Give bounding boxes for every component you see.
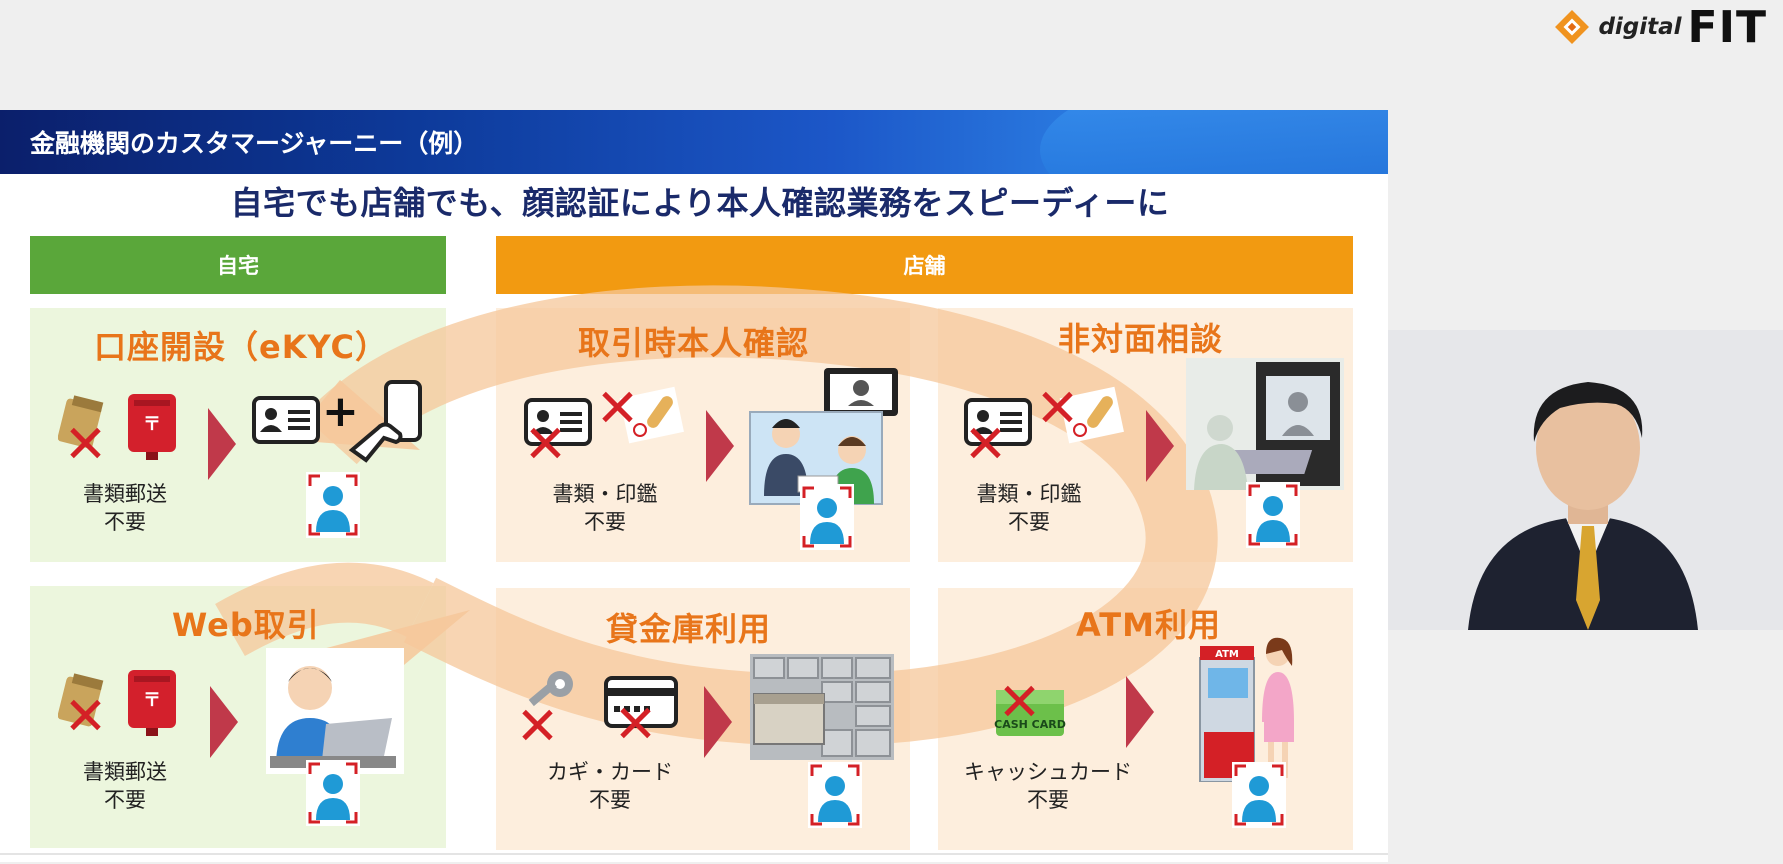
step-arrow-icon (1126, 676, 1154, 748)
cross-icon (1040, 390, 1074, 424)
face-recognition-icon (808, 762, 862, 828)
cross-icon (1002, 684, 1036, 718)
face-recognition-icon (800, 484, 854, 550)
cross-icon (600, 390, 634, 424)
logo-digital-text: digital (1598, 14, 1682, 40)
face-recognition-icon (306, 472, 360, 538)
note-account-opening: 書類郵送不要 (83, 482, 167, 534)
cross-icon (68, 426, 102, 460)
card-title-identity-check: 取引時本人確認 (578, 324, 810, 362)
postbox-icon: 〒 (124, 666, 180, 736)
postbox-icon: 〒 (124, 390, 180, 460)
svg-text:〒: 〒 (143, 690, 161, 711)
card-title-safe-deposit: 貸金庫利用 (606, 610, 772, 648)
slide-headline: 自宅でも店舗でも、顔認証により本人確認業務をスピーディーに (230, 184, 1170, 222)
step-arrow-icon (704, 686, 732, 758)
smartphone-hand-icon (348, 378, 430, 464)
cross-icon (618, 706, 652, 740)
atm-user-illustration: ATM (1196, 632, 1306, 782)
face-recognition-icon (306, 760, 360, 826)
section-header-store: 店舗 (496, 236, 1353, 294)
video-booth-photo (1186, 358, 1344, 490)
presentation-slide: 金融機関のカスタマージャーニー（例） 自宅でも店舗でも、顔認証により本人確認業務… (0, 110, 1388, 862)
face-recognition-icon (1232, 762, 1286, 828)
slide-title: 金融機関のカスタマージャーニー（例） (30, 129, 479, 158)
cross-icon (520, 708, 554, 742)
face-recognition-icon (1246, 482, 1300, 548)
presenter-video-feed (1388, 330, 1783, 630)
fit-logo-icon (1552, 7, 1592, 47)
step-arrow-icon (706, 410, 734, 482)
note-atm: キャッシュカード不要 (964, 760, 1132, 812)
key-icon (520, 666, 580, 726)
bank-teller-illustration (748, 366, 898, 506)
card-title-remote-consultation: 非対面相談 (1058, 320, 1224, 358)
slide-footer-divider (0, 853, 1388, 855)
cross-icon (528, 426, 562, 460)
cash-card-label: CASH CARD (994, 718, 1066, 731)
id-card-icon (252, 396, 320, 444)
note-web-transaction: 書類郵送不要 (83, 760, 167, 812)
plus-icon: + (322, 386, 359, 437)
seal-stamp-icon (1058, 386, 1130, 448)
svg-text:〒: 〒 (143, 414, 161, 435)
note-identity-check: 書類・印鑑不要 (552, 482, 658, 534)
cross-icon (68, 698, 102, 732)
card-title-atm: ATM利用 (1076, 606, 1221, 644)
step-arrow-icon (210, 686, 238, 758)
safe-deposit-boxes-photo (750, 654, 894, 760)
card-title-web-transaction: Web取引 (172, 606, 320, 644)
atm-sign-label: ATM (1215, 649, 1239, 660)
note-safe-deposit: カギ・カード不要 (547, 760, 673, 812)
cross-icon (968, 426, 1002, 460)
digital-fit-logo: digital FIT (1552, 1, 1767, 53)
seal-stamp-icon (618, 386, 690, 448)
person-laptop-illustration (266, 648, 404, 774)
card-title-account-opening: 口座開設（eKYC） (94, 328, 389, 366)
step-arrow-icon (1146, 410, 1174, 482)
step-arrow-icon (208, 408, 236, 480)
logo-fit-text: FIT (1687, 1, 1767, 53)
slide-title-bar: 金融機関のカスタマージャーニー（例） (0, 110, 1388, 174)
section-header-home: 自宅 (30, 236, 446, 294)
note-remote-consultation: 書類・印鑑不要 (976, 482, 1082, 534)
